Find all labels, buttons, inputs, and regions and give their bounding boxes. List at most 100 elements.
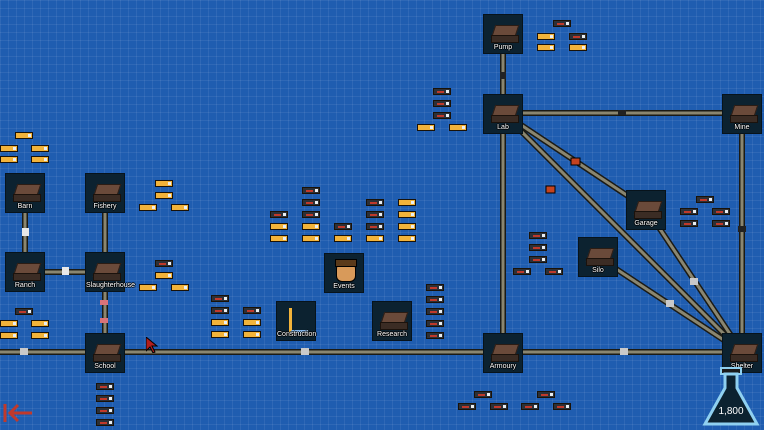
building-label: Research <box>377 331 407 338</box>
resource-tag <box>398 223 416 230</box>
building-label: Construction <box>277 331 317 338</box>
resource-tag <box>366 211 384 218</box>
resource-tag <box>155 260 173 267</box>
building-research[interactable]: Research <box>372 301 412 341</box>
resource-tag <box>211 319 229 326</box>
resource-tag <box>398 235 416 242</box>
resource-tag <box>712 220 730 227</box>
resource-tag <box>96 419 114 426</box>
building-events[interactable]: Events <box>324 253 364 293</box>
resource-tag <box>302 235 320 242</box>
vehicle-icon <box>20 348 28 355</box>
resource-tag <box>302 199 320 206</box>
resource-tag <box>521 403 539 410</box>
building-label: Barn <box>17 203 33 210</box>
resource-tag <box>529 232 547 239</box>
resource-tag <box>139 204 157 211</box>
resource-tag <box>537 391 555 398</box>
resource-tag <box>569 44 587 51</box>
back-button[interactable] <box>2 400 34 426</box>
building-shelter[interactable]: Shelter <box>722 333 762 373</box>
resource-tag <box>334 223 352 230</box>
resource-tag <box>155 192 173 199</box>
resource-tag <box>426 308 444 315</box>
resource-tag <box>302 223 320 230</box>
flask-icon <box>702 367 760 426</box>
building-lab[interactable]: Lab <box>483 94 523 134</box>
building-garage[interactable]: Garage <box>626 190 666 230</box>
resource-tag <box>426 284 444 291</box>
resource-tag <box>334 235 352 242</box>
resource-tag <box>31 332 49 339</box>
resource-tag <box>270 211 288 218</box>
resource-tag <box>545 268 563 275</box>
building-label: Fishery <box>93 203 117 210</box>
resource-tag <box>553 403 571 410</box>
resource-tag <box>31 145 49 152</box>
resource-tag <box>537 33 555 40</box>
resource-tag <box>426 296 444 303</box>
commander-portrait-icon <box>335 259 357 282</box>
resource-tag <box>529 244 547 251</box>
vehicle-icon <box>62 267 69 275</box>
resource-tag <box>474 391 492 398</box>
vehicle-icon <box>620 348 628 355</box>
resource-tag <box>696 196 714 203</box>
research-points-counter[interactable]: 1,800 <box>701 366 761 428</box>
resource-tag <box>31 320 49 327</box>
building-label: Garage <box>634 220 658 227</box>
resource-tag <box>171 284 189 291</box>
resource-tag <box>302 211 320 218</box>
vehicle-icon <box>618 110 626 115</box>
resource-tag <box>366 199 384 206</box>
resource-tag <box>243 331 261 338</box>
resource-tag <box>417 124 435 131</box>
building-label: Ranch <box>14 282 36 289</box>
resource-tag <box>15 132 33 139</box>
research-points-value: 1,800 <box>718 406 744 417</box>
building-label: Mine <box>734 124 750 131</box>
resource-tag <box>155 180 173 187</box>
resource-tag <box>31 156 49 163</box>
building-mine[interactable]: Mine <box>722 94 762 134</box>
building-pump[interactable]: Pump <box>483 14 523 54</box>
resource-tag <box>211 295 229 302</box>
building-construction[interactable]: Construction <box>276 301 316 341</box>
resource-tag <box>270 223 288 230</box>
building-silo[interactable]: Silo <box>578 237 618 277</box>
resource-tag <box>155 272 173 279</box>
resource-tag <box>712 208 730 215</box>
resource-tag <box>433 88 451 95</box>
resource-tag <box>537 44 555 51</box>
vehicle-icon <box>22 228 29 236</box>
building-fishery[interactable]: Fishery <box>85 173 125 213</box>
resource-tag <box>513 268 531 275</box>
resource-tag <box>553 20 571 27</box>
vehicle-icon <box>100 300 108 305</box>
building-ranch[interactable]: Ranch <box>5 252 45 292</box>
resource-tag <box>366 223 384 230</box>
resource-tag <box>15 308 33 315</box>
resource-tag <box>426 320 444 327</box>
vehicle-icon <box>738 226 746 232</box>
building-label: School <box>94 363 116 370</box>
resource-tag <box>398 211 416 218</box>
building-armoury[interactable]: Armoury <box>483 333 523 373</box>
building-label: Lab <box>497 124 509 131</box>
vehicle-icon <box>666 300 674 307</box>
building-slaughterhouse[interactable]: Slaughterhouse <box>85 252 136 292</box>
building-label: Events <box>333 283 355 290</box>
building-label: Slaughterhouse <box>86 282 136 289</box>
building-school[interactable]: School <box>85 333 125 373</box>
vehicle-icon <box>100 318 108 323</box>
building-label: Pump <box>493 44 513 51</box>
vehicle-icon <box>570 157 581 166</box>
resource-tag <box>211 331 229 338</box>
building-barn[interactable]: Barn <box>5 173 45 213</box>
vehicle-icon <box>690 278 698 285</box>
resource-tag <box>569 33 587 40</box>
resource-tag <box>426 332 444 339</box>
resource-tag <box>243 319 261 326</box>
resource-tag <box>490 403 508 410</box>
resource-tag <box>96 383 114 390</box>
